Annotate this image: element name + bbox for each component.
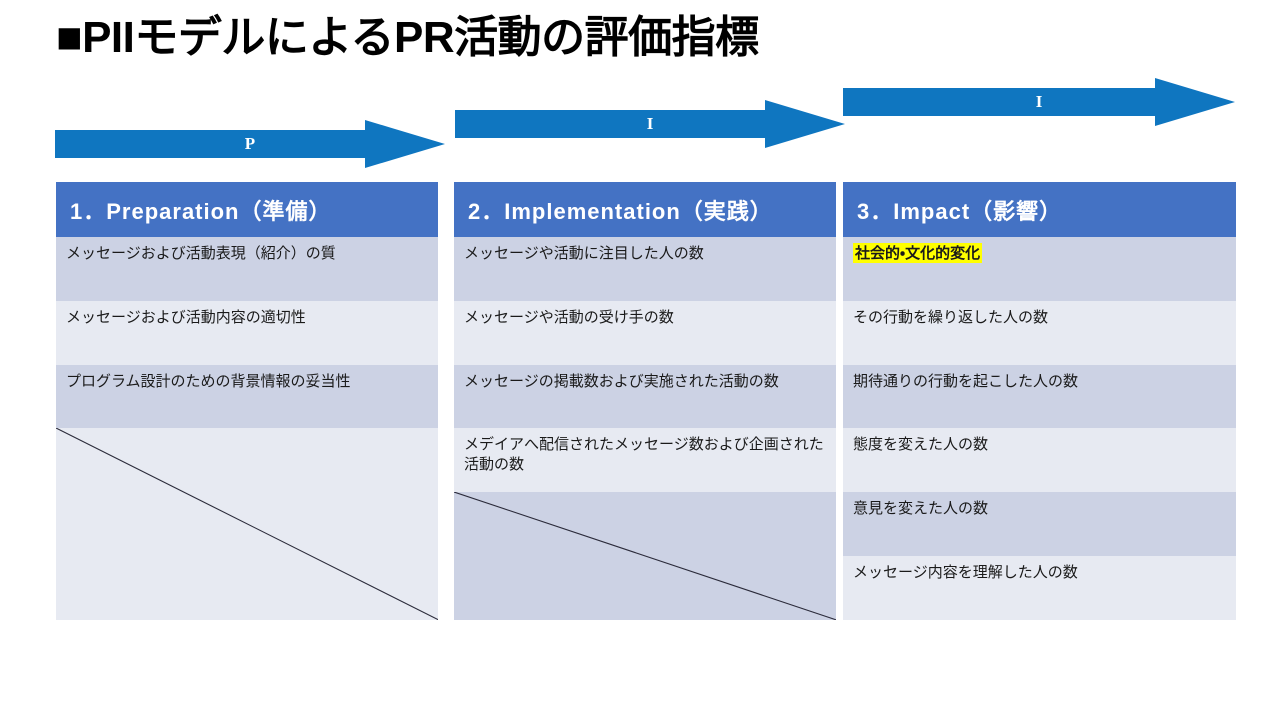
metric-label: メッセージや活動の受け手の数 bbox=[464, 307, 674, 326]
matrix-cell: 意見を変えた人の数 bbox=[843, 492, 1236, 556]
column-header-preparation: 1．Preparation（準備） bbox=[56, 182, 438, 237]
matrix-column-impact: 3．Impact（影響） 社会的・文化的変化その行動を繰り返した人の数期待通りの… bbox=[843, 182, 1236, 620]
matrix-column-implementation: 2．Implementation（実践） メッセージや活動に注目した人の数メッセ… bbox=[454, 182, 836, 620]
matrix-cell: メッセージの掲載数および実施された活動の数 bbox=[454, 364, 836, 429]
arrow-shape-icon bbox=[455, 100, 845, 148]
metric-label: 期待通りの行動を起こした人の数 bbox=[853, 371, 1079, 390]
arrow-shape-icon bbox=[55, 120, 445, 168]
metric-label: メッセージおよび活動内容の適切性 bbox=[66, 307, 306, 326]
matrix-cell: メッセージおよび活動表現（紹介）の質 bbox=[56, 237, 438, 301]
matrix-cell: メデイアへ配信されたメッセージ数および企画された活動の数 bbox=[454, 428, 836, 493]
metric-label: メッセージおよび活動表現（紹介）の質 bbox=[66, 244, 336, 262]
metric-label: メッセージの掲載数および実施された活動の数 bbox=[464, 371, 779, 390]
diagonal-strike-icon bbox=[56, 428, 438, 620]
arrow-shape-icon bbox=[843, 78, 1235, 126]
highlighted-metric-label: 社会的・文化的変化 bbox=[853, 243, 983, 263]
matrix-cell: メッセージ内容を理解した人の数 bbox=[843, 555, 1236, 620]
pii-matrix: 1．Preparation（準備） メッセージおよび活動表現（紹介）の質メッセー… bbox=[56, 182, 1236, 620]
matrix-cell: その行動を繰り返した人の数 bbox=[843, 300, 1236, 365]
matrix-cell: メッセージおよび活動内容の適切性 bbox=[56, 300, 438, 365]
arrow-preparation: P bbox=[55, 120, 445, 168]
empty-cell-with-strikethrough bbox=[454, 492, 836, 620]
matrix-column-preparation: 1．Preparation（準備） メッセージおよび活動表現（紹介）の質メッセー… bbox=[56, 182, 438, 620]
diagonal-strike-icon bbox=[454, 492, 836, 620]
page-title: ■PIIモデルによるPR活動の評価指標 bbox=[56, 13, 759, 62]
column-cells-implementation: メッセージや活動に注目した人の数メッセージや活動の受け手の数メッセージの掲載数お… bbox=[454, 237, 836, 620]
matrix-cell: メッセージや活動の受け手の数 bbox=[454, 300, 836, 365]
column-header-impact: 3．Impact（影響） bbox=[843, 182, 1236, 237]
metric-label: 態度を変えた人の数 bbox=[853, 435, 989, 454]
metric-label: その行動を繰り返した人の数 bbox=[853, 307, 1049, 326]
column-cells-preparation: メッセージおよび活動表現（紹介）の質メッセージおよび活動内容の適切性プログラム設… bbox=[56, 237, 438, 620]
matrix-cell: メッセージや活動に注目した人の数 bbox=[454, 237, 836, 301]
metric-label: メデイアへ配信されたメッセージ数および企画された活動の数 bbox=[464, 435, 824, 473]
column-cells-impact: 社会的・文化的変化その行動を繰り返した人の数期待通りの行動を起こした人の数態度を… bbox=[843, 237, 1236, 620]
metric-label: プログラム設計のための背景情報の妥当性 bbox=[66, 371, 351, 390]
matrix-cell: 態度を変えた人の数 bbox=[843, 428, 1236, 493]
matrix-cell: 社会的・文化的変化 bbox=[843, 237, 1236, 301]
empty-cell-with-strikethrough bbox=[56, 428, 438, 620]
column-header-implementation: 2．Implementation（実践） bbox=[454, 182, 836, 237]
matrix-cell: 期待通りの行動を起こした人の数 bbox=[843, 364, 1236, 429]
arrow-implementation: I bbox=[455, 100, 845, 148]
metric-label: 意見を変えた人の数 bbox=[853, 499, 989, 518]
arrow-impact: I bbox=[843, 78, 1235, 126]
metric-label: メッセージ内容を理解した人の数 bbox=[853, 562, 1078, 581]
matrix-cell: プログラム設計のための背景情報の妥当性 bbox=[56, 364, 438, 429]
metric-label: メッセージや活動に注目した人の数 bbox=[464, 244, 704, 262]
